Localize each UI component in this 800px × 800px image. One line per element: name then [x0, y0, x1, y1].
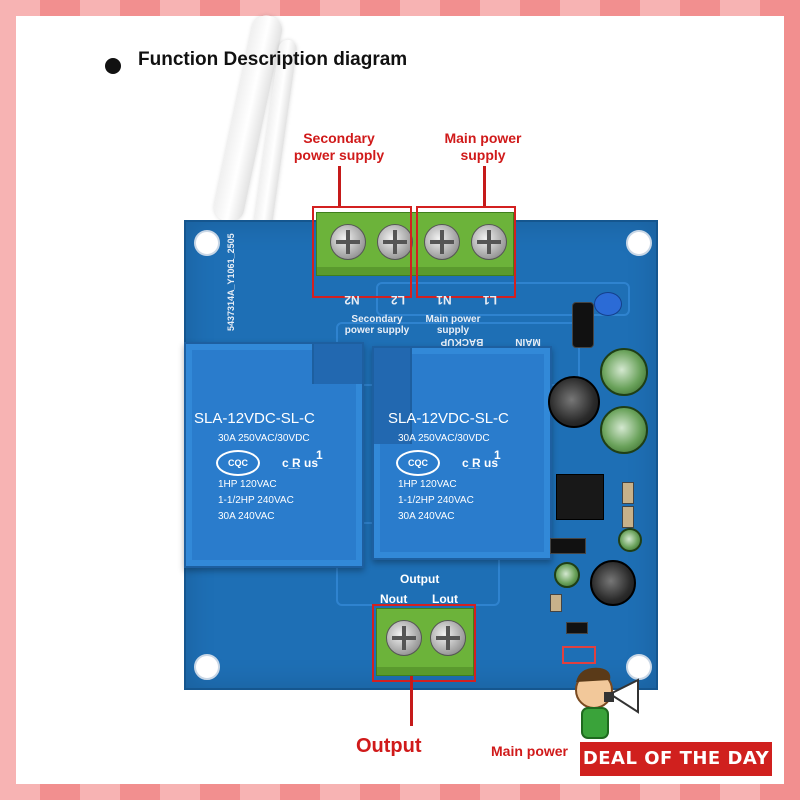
- screw-l1[interactable]: [471, 224, 507, 260]
- ul-number: 1: [494, 448, 501, 462]
- relay-spec: 30A 240VAC: [218, 511, 275, 522]
- relay-notch: [374, 348, 412, 444]
- terminal-label-n1: N1: [436, 293, 452, 307]
- small-capacitor: [618, 528, 642, 552]
- screw-lout[interactable]: [430, 620, 466, 656]
- output-callout-line: [410, 676, 413, 726]
- relay-rating: 30A 250VAC/30VDC: [398, 433, 490, 444]
- output-terminal-label-nout: Nout: [380, 592, 408, 606]
- relay-spec: 1HP 120VAC: [218, 479, 277, 490]
- ceramic-capacitor: [594, 292, 622, 316]
- mascot-icon: [575, 667, 639, 739]
- relay-rating: 30A 250VAC/30VDC: [218, 433, 310, 444]
- main-callout-line: [483, 166, 486, 206]
- electrolytic-capacitor: [600, 348, 648, 396]
- relay-spec: 1HP 120VAC: [398, 479, 457, 490]
- relay-spec: 1-1/2HP 240VAC: [398, 495, 474, 506]
- secondary-callout-line: [338, 166, 341, 206]
- ul-mark: c ̲R̲ us: [462, 456, 499, 470]
- smd-resistor: [550, 594, 562, 612]
- inductor: [590, 560, 636, 606]
- main-supply-highlight: [416, 206, 516, 298]
- mount-hole-bottom-left: [194, 654, 220, 680]
- smd-resistor: [622, 482, 634, 504]
- cqc-mark: CQC: [216, 450, 260, 476]
- pcb-trace: [376, 282, 630, 316]
- output-highlight: [372, 604, 476, 682]
- inductor: [548, 376, 600, 428]
- led-highlight: [562, 646, 596, 664]
- pcb-board: 5437314A_Y1061_2505 N2 L2 N1 L1 Secondar…: [184, 206, 658, 690]
- page-title: Function Description diagram: [138, 49, 408, 70]
- small-capacitor: [554, 562, 580, 588]
- secondary-supply-highlight: [312, 206, 412, 298]
- relay-2: SLA-12VDC-SL-C 30A 250VAC/30VDC CQC c ̲R…: [372, 346, 552, 560]
- silk-main-supply: Main power supply: [425, 314, 481, 336]
- bullet-icon: [105, 58, 121, 74]
- relay-spec: 1-1/2HP 240VAC: [218, 495, 294, 506]
- relay-spec: 30A 240VAC: [398, 511, 455, 522]
- relay-notch: [312, 344, 362, 384]
- terminal-label-l1: L1: [483, 293, 498, 307]
- screw-n1[interactable]: [424, 224, 460, 260]
- screw-n2[interactable]: [330, 224, 366, 260]
- mount-hole-top-right: [626, 230, 652, 256]
- smd-diode: [550, 538, 586, 554]
- cqc-mark: CQC: [396, 450, 440, 476]
- mount-hole-top-left: [194, 230, 220, 256]
- smd-resistor: [622, 506, 634, 528]
- relay-model: SLA-12VDC-SL-C: [194, 410, 315, 427]
- terminal-label-n2: N2: [344, 293, 360, 307]
- electrolytic-capacitor: [600, 406, 648, 454]
- silk-secondary-supply: Secondary power supply: [344, 314, 410, 336]
- smd-component: [572, 302, 594, 348]
- ic-chip: [556, 474, 604, 520]
- terminal-label-l2: L2: [391, 293, 406, 307]
- main-power-callout: Main power supply: [444, 130, 522, 163]
- output-callout: Output: [356, 735, 422, 757]
- ul-mark: c ̲R̲ us: [282, 456, 319, 470]
- secondary-power-callout: Secondary power supply: [293, 130, 385, 163]
- output-terminal-label-lout: Lout: [432, 592, 458, 606]
- deal-badge: DEAL OF THE DAY: [578, 740, 774, 778]
- smd-led: [566, 622, 588, 634]
- screw-l2[interactable]: [377, 224, 413, 260]
- main-power-callout-bottom: Main power: [491, 743, 569, 759]
- screw-nout[interactable]: [386, 620, 422, 656]
- relay-model: SLA-12VDC-SL-C: [388, 410, 509, 427]
- relay-1: SLA-12VDC-SL-C 30A 250VAC/30VDC CQC c ̲R…: [184, 342, 364, 568]
- ul-number: 1: [316, 448, 323, 462]
- output-silk: Output: [400, 572, 440, 586]
- part-number: 5437314A_Y1061_2505: [226, 233, 236, 331]
